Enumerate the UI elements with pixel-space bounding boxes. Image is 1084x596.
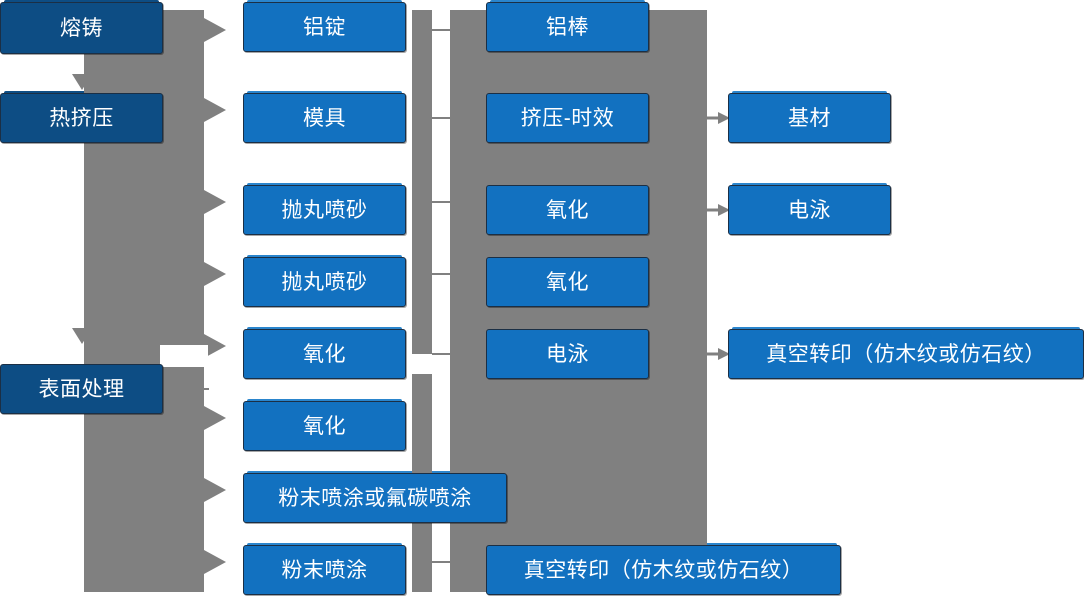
stage-surface-treatment-label: 表面处理 [38,377,125,401]
out-vacuum-transfer[interactable]: 真空转印（仿木纹或仿石纹） [728,327,1084,379]
proc-shot-blasting-1[interactable]: 抛丸喷砂 [243,183,406,235]
output-arrows [707,112,730,360]
proc-powder-or-fluorocarbon-spray[interactable]: 粉末喷涂或氟碳喷涂 [243,471,507,523]
treat-vacuum-transfer-label: 真空转印（仿木纹或仿石纹） [523,558,804,582]
stage-melting-casting-label: 熔铸 [60,16,103,40]
out-base-material[interactable]: 基材 [728,91,891,143]
stage-hot-extrusion-label: 热挤压 [49,106,114,130]
treat-electrophoresis[interactable]: 电泳 [486,327,649,379]
treat-oxidation-2-label: 氧化 [546,270,589,294]
treat-extrusion-aging[interactable]: 挤压-时效 [486,91,649,143]
proc-mold[interactable]: 模具 [243,91,406,143]
stage-down-arrows [72,74,92,344]
out-vacuum-transfer-label: 真空转印（仿木纹或仿石纹） [766,342,1046,366]
proc-powder-spray[interactable]: 粉末喷涂 [243,543,406,595]
middle-collector-bar [412,10,450,592]
treat-aluminum-bar[interactable]: 铝棒 [486,0,649,52]
proc-powder-or-fluorocarbon-spray-label: 粉末喷涂或氟碳喷涂 [278,486,472,510]
treat-oxidation-2[interactable]: 氧化 [486,255,649,307]
proc-oxidation-1[interactable]: 氧化 [243,327,406,379]
proc-oxidation-1-label: 氧化 [303,342,346,366]
out-electrophoresis-label: 电泳 [788,198,831,222]
stage-hot-extrusion[interactable]: 热挤压 [0,91,163,143]
proc-oxidation-2[interactable]: 氧化 [243,399,406,451]
treat-oxidation-1-label: 氧化 [546,198,589,222]
proc-aluminum-ingot-label: 铝锭 [303,15,346,39]
proc-aluminum-ingot[interactable]: 铝锭 [243,0,406,52]
proc-powder-spray-label: 粉末喷涂 [281,558,368,582]
stage-surface-treatment[interactable]: 表面处理 [0,362,163,414]
treat-oxidation-1[interactable]: 氧化 [486,183,649,235]
proc-shot-blasting-2[interactable]: 抛丸喷砂 [243,255,406,307]
treat-extrusion-aging-label: 挤压-时效 [520,106,615,130]
out-electrophoresis[interactable]: 电泳 [728,183,891,235]
treat-electrophoresis-label: 电泳 [546,342,589,366]
surface-treatment-connector [163,388,209,390]
proc-mold-label: 模具 [303,106,346,130]
treat-vacuum-transfer[interactable]: 真空转印（仿木纹或仿石纹） [486,543,841,595]
proc-shot-blasting-2-label: 抛丸喷砂 [281,270,368,294]
stage-melting-casting[interactable]: 熔铸 [0,0,163,54]
proc-oxidation-2-label: 氧化 [303,414,346,438]
proc-shot-blasting-1-label: 抛丸喷砂 [281,198,368,222]
out-base-material-label: 基材 [788,106,831,130]
treat-aluminum-bar-label: 铝棒 [546,15,589,39]
